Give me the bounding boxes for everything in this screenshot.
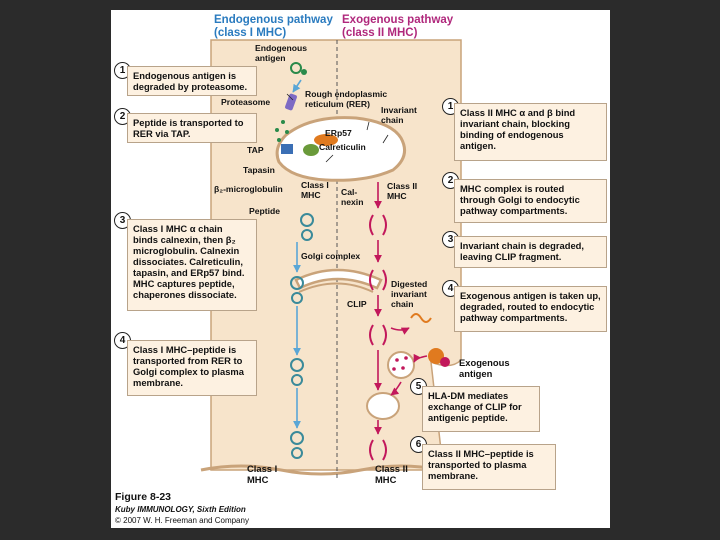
class-ii-mhc-molecules [369, 214, 387, 461]
left-step-4-number: 4 [114, 332, 131, 349]
label-clip: CLIP [347, 299, 367, 309]
label-calreticulin: Calreticulin [319, 142, 366, 152]
tap-shape [281, 144, 293, 154]
label-endogenous-antigen: Endogenous antigen [255, 43, 308, 63]
exogenous-antigen-shape [428, 348, 444, 364]
label-exogenous-antigen: Exogenous antigen [459, 357, 510, 379]
rer-membrane [275, 116, 407, 182]
antigen-shape [290, 62, 302, 74]
right-step-1-text: Class II MHC α and β bind invariant chai… [454, 103, 607, 161]
label-class-i-mhc: Class I MHC [301, 180, 329, 200]
golgi [294, 268, 383, 290]
left-step-4-text: Class I MHC–peptide is transported from … [127, 340, 257, 396]
label-golgi: Golgi complex [301, 251, 361, 261]
plasma-membrane [200, 464, 471, 476]
label-class-ii-mhc: Class II MHC [387, 181, 418, 201]
left-step-1-text: Endogenous antigen is degraded by protea… [127, 66, 257, 96]
left-step-2-text: Peptide is transported to RER via TAP. [127, 113, 257, 143]
label-class-ii-bottom: Class II MHC [375, 463, 408, 485]
figure-panel: Endogenous pathway (class I MHC) Exogeno… [111, 10, 610, 528]
label-invariant-chain: Invariant chain [381, 105, 417, 125]
right-step-4-text: Exogenous antigen is taken up, degraded,… [454, 286, 607, 332]
right-step-3-text: Invariant chain is degraded, leaving CLI… [454, 236, 607, 268]
proteasome-shape [285, 93, 297, 111]
right-step-2-text: MHC complex is routed through Golgi to e… [454, 179, 607, 223]
endosome-2 [366, 392, 400, 420]
right-step-5-text: HLA-DM mediates exchange of CLIP for ant… [422, 386, 540, 432]
label-tapasin: Tapasin [243, 165, 275, 175]
exogenous-header: Exogenous pathway (class II MHC) [342, 14, 454, 40]
cell-illustration [200, 39, 471, 480]
label-tap: TAP [247, 145, 264, 155]
endosome-1 [387, 351, 415, 379]
endogenous-header: Endogenous pathway (class I MHC) [214, 14, 333, 40]
label-peptide: Peptide [249, 206, 281, 216]
right-step-6-text: Class II MHC–peptide is transported to p… [422, 444, 556, 490]
golgi-cistern [298, 282, 374, 293]
label-digested-invariant-chain: Digested invariant chain [391, 279, 428, 309]
label-erp57: ERp57 [325, 128, 352, 138]
label-rer: Rough endoplasmic reticulum (RER) [305, 89, 388, 109]
label-proteasome: Proteasome [221, 97, 271, 107]
class-i-mhc-molecules [290, 213, 314, 459]
label-b2-microglobulin: β₂-microglobulin [214, 184, 283, 194]
copyright: © 2007 W. H. Freeman and Company [115, 516, 249, 525]
label-calnexin: Cal- nexin [341, 187, 364, 207]
book-title: Kuby IMMUNOLOGY, Sixth Edition [115, 505, 246, 514]
label-class-i-bottom: Class I MHC [247, 463, 278, 485]
figure-number: Figure 8-23 [115, 491, 172, 503]
left-step-3-text: Class I MHC α chain binds calnexin, then… [127, 219, 257, 311]
